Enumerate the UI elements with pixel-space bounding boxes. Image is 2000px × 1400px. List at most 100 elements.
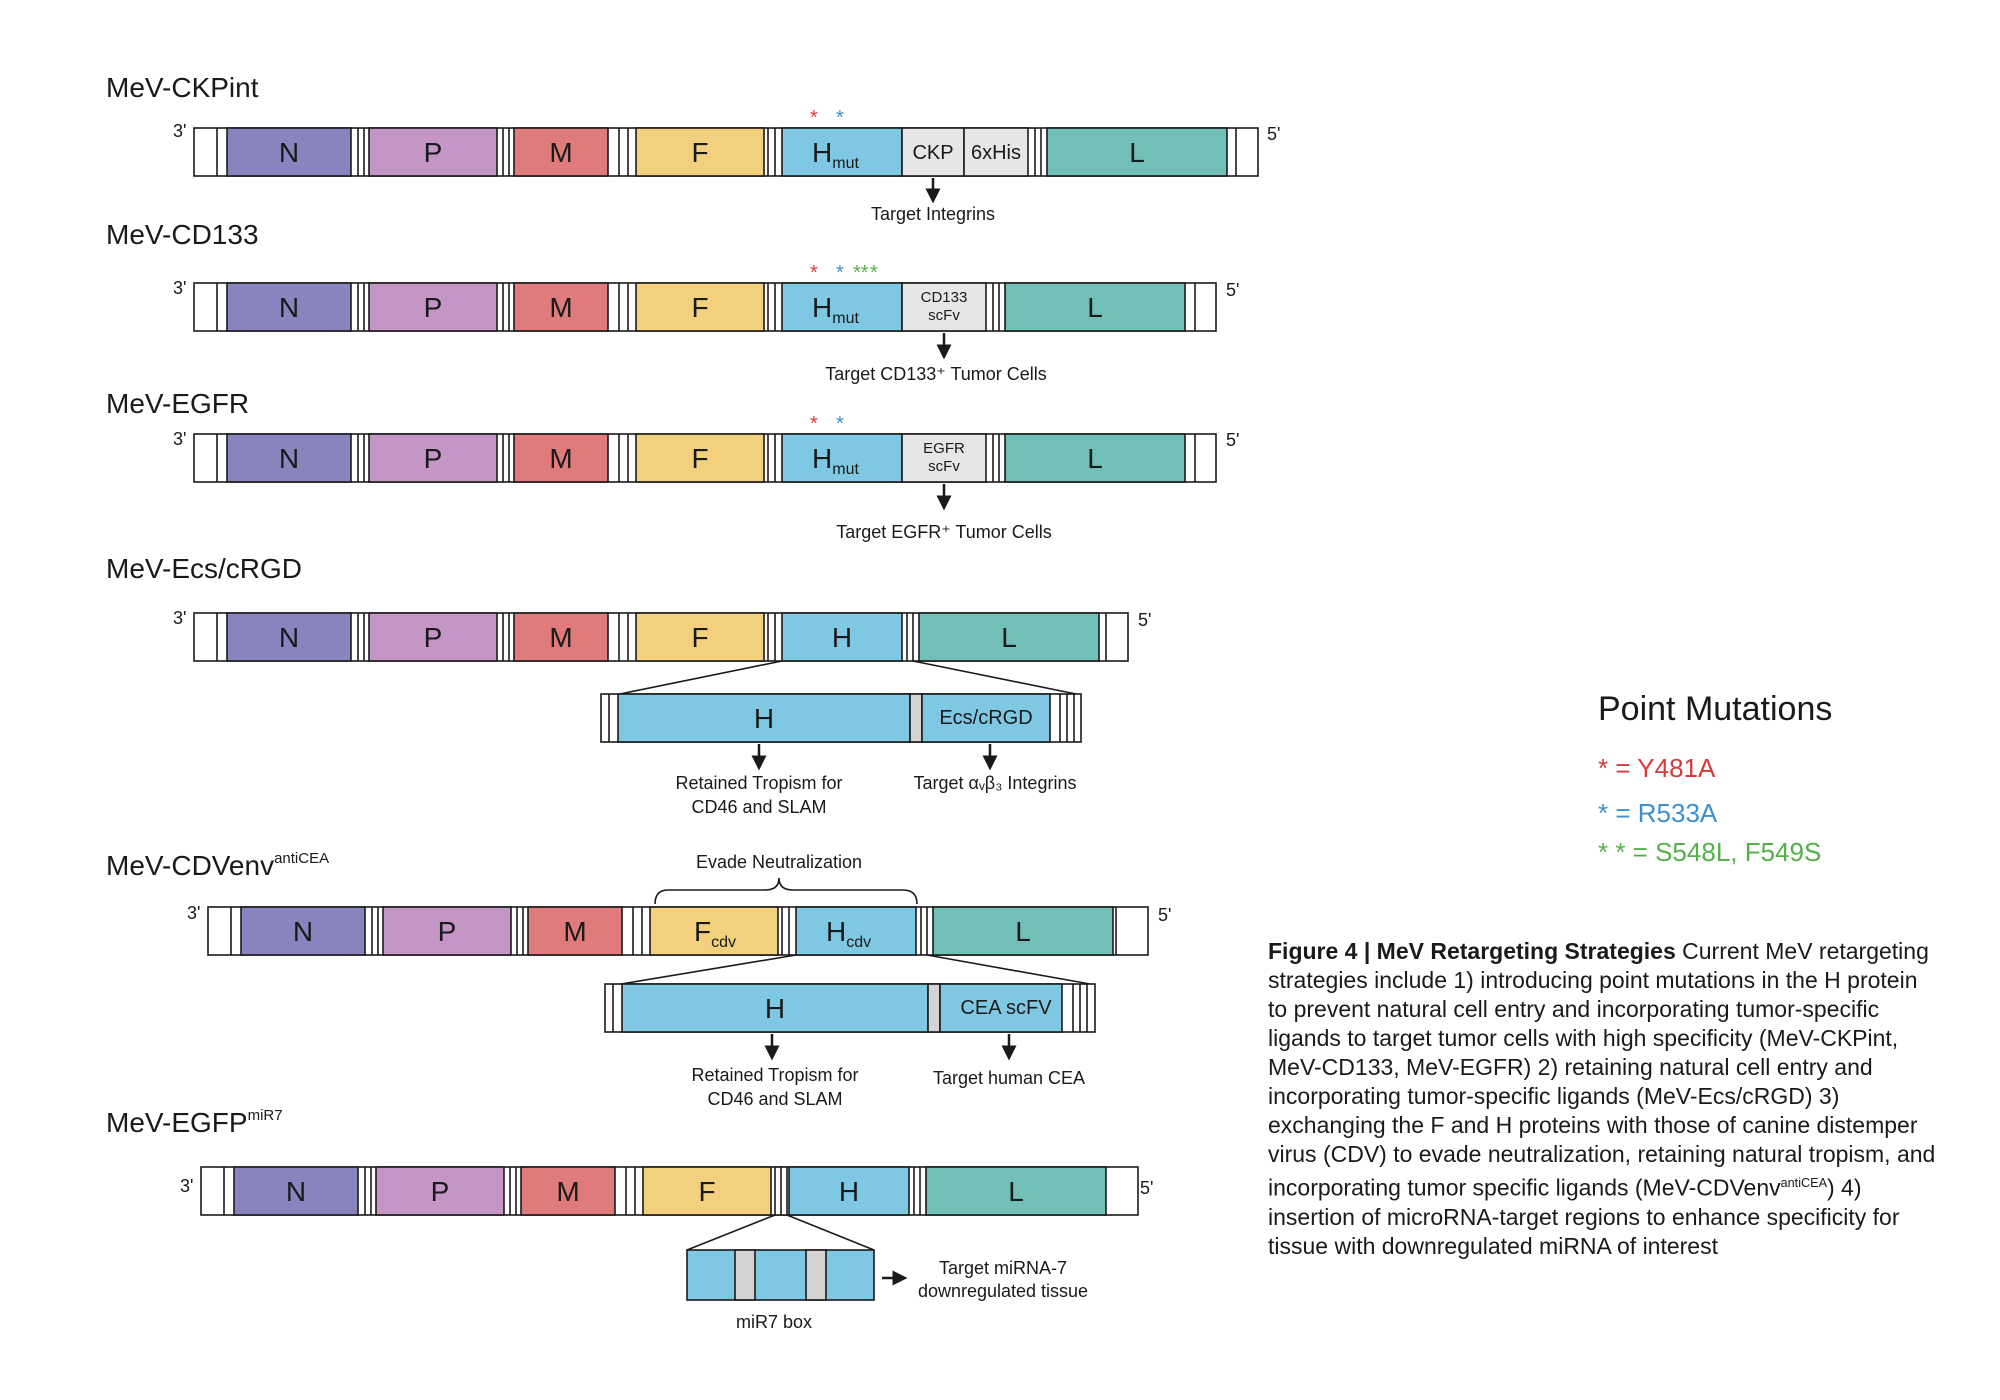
end-5-label: 5' (1226, 430, 1239, 450)
construct-egfr: MeV-EGFR 3' 5' N P M F Hmut EGFR scFv L … (106, 388, 1239, 542)
gene-l (1004, 433, 1186, 483)
end-3-label: 3' (187, 903, 200, 923)
gene-l-label: L (1008, 1176, 1024, 1207)
svg-text:MeV-EGFPmiR7: MeV-EGFPmiR7 (106, 1107, 283, 1138)
tropism-label-2: CD46 and SLAM (691, 797, 826, 817)
zoom-line-left (620, 954, 797, 985)
gene-f-label: F (698, 1176, 715, 1207)
gene-n (240, 906, 366, 956)
construct-cd133: MeV-CD133 3' 5' N P M F Hmut CD133 scFv … (106, 219, 1239, 384)
svg-text:MeV-CDVenvantiCEA: MeV-CDVenvantiCEA (106, 850, 329, 881)
end-3-label: 3' (173, 429, 186, 449)
zoom-spacer (909, 693, 923, 743)
gene-h-mut (781, 282, 903, 332)
gene-h-label: H (812, 292, 832, 323)
end-5-label: 5' (1140, 1178, 1153, 1198)
svg-text:Hcdv: Hcdv (826, 916, 871, 951)
gene-p (375, 1166, 505, 1216)
gene-p-label: P (431, 1176, 450, 1207)
gene-n-label: N (293, 916, 313, 947)
gene-n-label: N (279, 292, 299, 323)
gene-h-label: H (826, 916, 846, 947)
construct-title-sup: miR7 (248, 1107, 283, 1124)
target-label: Target EGFR⁺ Tumor Cells (836, 522, 1052, 542)
gene-h-sub: mut (832, 310, 859, 327)
target-label: Target αᵥβ₃ Integrins (914, 773, 1077, 793)
construct-title: MeV-CKPint (106, 72, 259, 103)
legend-item-s548l-f549s: * * = S548L, F549S (1598, 837, 1822, 867)
target-label: Target Integrins (871, 204, 995, 224)
gene-l (918, 612, 1100, 662)
mutation-star-red: * (810, 413, 818, 435)
gene-m-label: M (563, 916, 586, 947)
gene-m-label: M (549, 622, 572, 653)
gene-n-label: N (279, 137, 299, 168)
gene-h-label: H (839, 1176, 859, 1207)
zoom-ecs-crgd-label: Ecs/cRGD (939, 707, 1032, 729)
tag-6xhis-label: 6xHis (971, 142, 1021, 164)
svg-text:Hmut: Hmut (812, 292, 859, 327)
zoom-line-right (926, 954, 1091, 985)
gene-h-mut (781, 433, 903, 483)
zoom-line-right (912, 660, 1077, 695)
zoom-h (617, 693, 911, 743)
gene-p-label: P (424, 443, 443, 474)
gene-n (226, 612, 352, 662)
point-mutations-legend: Point Mutations * = Y481A * = R533A * * … (1598, 690, 1958, 876)
ligand-egfr-scfv-label-wrap: EGFR scFv (923, 440, 965, 475)
gene-m (513, 612, 609, 662)
gene-m (527, 906, 623, 956)
gene-f-label: F (691, 443, 708, 474)
end-3-label: 3' (173, 608, 186, 628)
ligand-ckp-label: CKP (912, 142, 953, 164)
gene-n-label: N (286, 1176, 306, 1207)
construct-title: MeV-Ecs/cRGD (106, 553, 302, 584)
zoom-cea-scfv-label: CEA scFV (960, 997, 1052, 1019)
bracket (654, 877, 918, 905)
gene-f (635, 282, 765, 332)
mir7-box-label: miR7 box (736, 1312, 812, 1332)
construct-title: MeV-EGFR (106, 388, 249, 419)
end-3-label: 3' (173, 121, 186, 141)
gene-f-label: F (694, 916, 711, 947)
caption-text-a: Current MeV retargeting strategies inclu… (1268, 938, 1936, 1201)
gene-f-label: F (691, 137, 708, 168)
tropism-label-1: Retained Tropism for (675, 773, 842, 793)
gene-h-sub: mut (832, 155, 859, 172)
gene-n (226, 433, 352, 483)
gene-h-label: H (832, 622, 852, 653)
ligand-cd133-scfv-label: CD133 scFv (920, 289, 968, 324)
gene-h (788, 1166, 910, 1216)
legend-title: Point Mutations (1598, 690, 1833, 728)
gene-m (513, 433, 609, 483)
svg-text:Hmut: Hmut (812, 137, 859, 172)
tropism-label-1: Retained Tropism for (691, 1065, 858, 1085)
gene-h-label: H (812, 137, 832, 168)
gene-h-label: H (812, 443, 832, 474)
ligand-egfr-scfv (901, 433, 987, 483)
svg-text:Hmut: Hmut (812, 443, 859, 478)
gene-p (368, 433, 498, 483)
mutation-star-blue: * (836, 262, 844, 284)
mutation-star-red: * (810, 262, 818, 284)
end-3-label: 3' (180, 1176, 193, 1196)
gene-p (368, 282, 498, 332)
gene-m (513, 127, 609, 177)
legend-item-r533a: * = R533A (1598, 798, 1718, 828)
gene-p (368, 127, 498, 177)
gene-n-label: N (279, 443, 299, 474)
gene-m-label: M (549, 137, 572, 168)
mir7-target-1 (734, 1249, 756, 1301)
zoom-line-left (686, 1214, 776, 1251)
legend-item-y481a: * = Y481A (1598, 753, 1716, 783)
zoom-spacer (927, 983, 941, 1033)
gene-m-label: M (549, 443, 572, 474)
gene-p-label: P (424, 622, 443, 653)
construct-egfp-mir7: MeV-EGFPmiR7 3' 5' N P M F H L miR7 box … (106, 1107, 1153, 1332)
zoom-line-left (619, 660, 783, 695)
gene-l-label: L (1129, 137, 1145, 168)
construct-ecs-crgd: MeV-Ecs/cRGD 3' 5' N P M F H L H (106, 553, 1151, 817)
gene-l (1046, 127, 1228, 177)
gene-f (635, 127, 765, 177)
gene-l (1004, 282, 1186, 332)
